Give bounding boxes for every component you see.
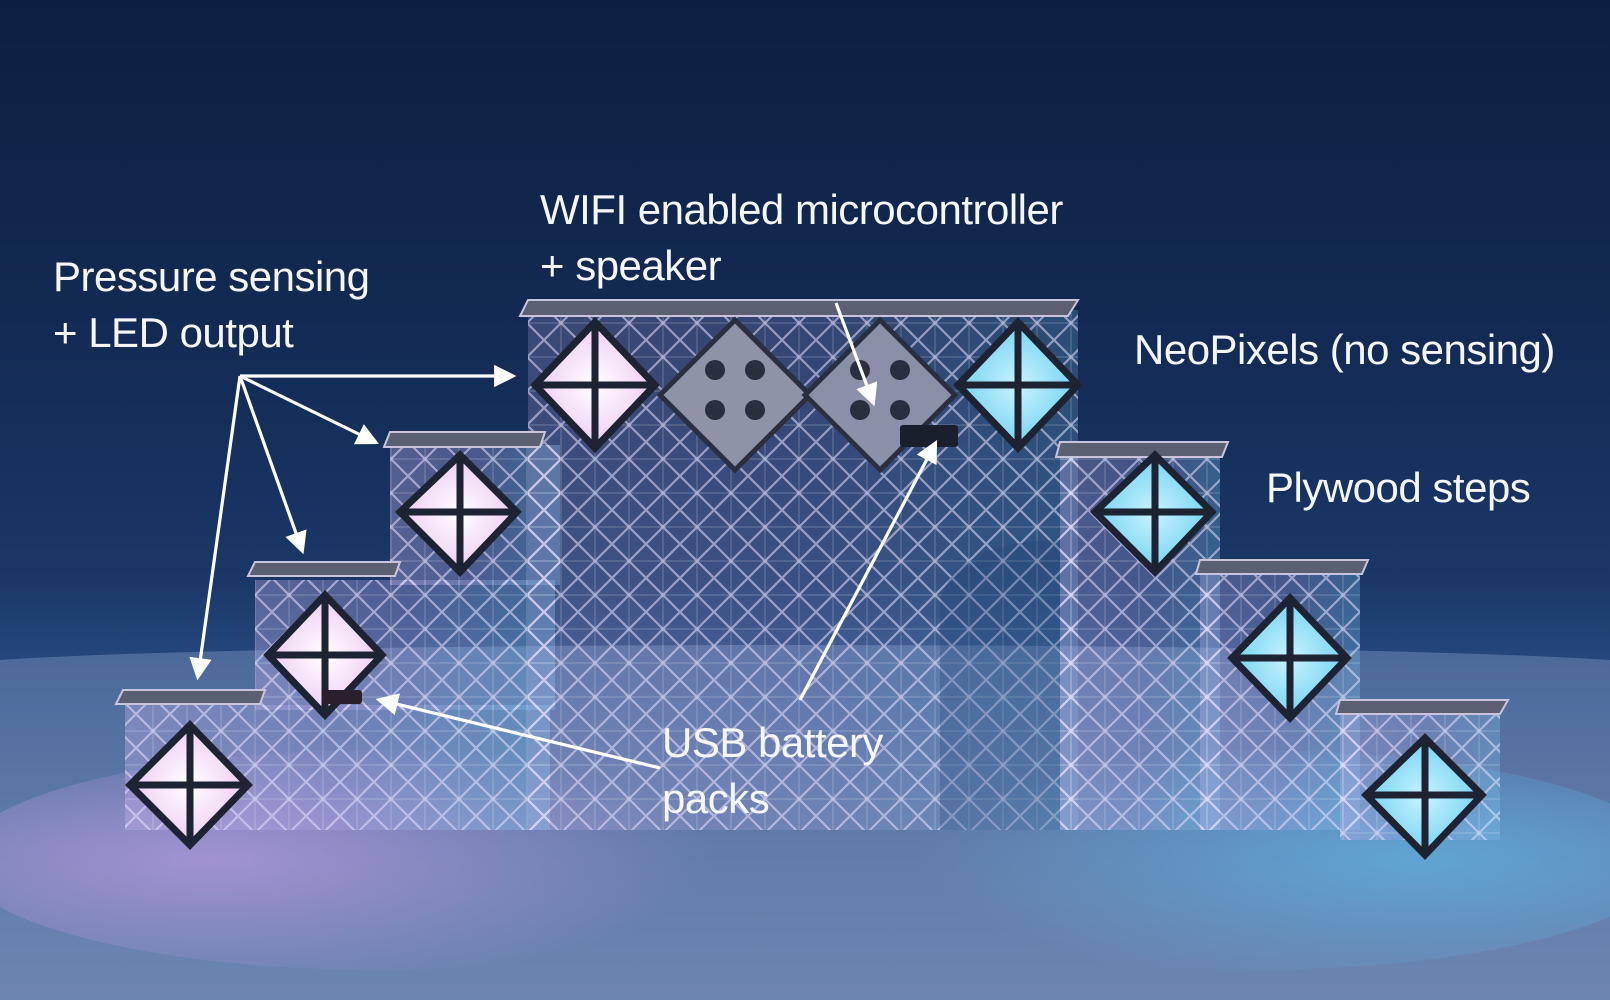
- led-cell-pink: [394, 450, 522, 578]
- annotation-arrows: [189, 302, 938, 770]
- arrow-usb-center: [798, 440, 938, 701]
- label-plywood-steps: Plywood steps: [1266, 464, 1531, 511]
- label-pressure-sensing: Pressure sensing + LED output: [53, 249, 370, 361]
- arrow-pressure-second: [239, 374, 380, 445]
- led-cell-blue: [1089, 450, 1217, 578]
- arrow-pressure-third: [238, 375, 307, 555]
- speaker-panel: [656, 316, 814, 474]
- label-wifi-microcontroller: WIFI enabled microcontroller + speaker: [540, 182, 1063, 294]
- plywood-steps: [114, 299, 1510, 715]
- label-pressure-line2: + LED output: [53, 309, 294, 356]
- label-pressure-line1: Pressure sensing: [53, 253, 370, 300]
- label-usb-line1: USB battery: [662, 719, 883, 766]
- led-cell-pink: [263, 589, 387, 721]
- label-wifi-line1: WIFI enabled microcontroller: [540, 186, 1063, 233]
- led-cell-blue: [1361, 733, 1487, 861]
- led-cell-blue: [1227, 592, 1352, 724]
- led-cell-blue: [953, 316, 1083, 454]
- led-cell-pink: [125, 720, 253, 850]
- label-usb-line2: packs: [662, 775, 770, 822]
- electronics-panels: [322, 316, 959, 704]
- arrow-usb-left: [375, 693, 661, 770]
- label-neopixels: NeoPixels (no sensing): [1134, 326, 1555, 373]
- arrow-microcontroller: [834, 302, 878, 407]
- arrow-pressure-bottom: [189, 375, 242, 681]
- led-cell-pink: [530, 316, 660, 454]
- label-usb-battery: USB battery packs: [662, 715, 883, 827]
- label-wifi-line2: + speaker: [540, 242, 722, 289]
- usb-battery-pack: [322, 690, 362, 704]
- led-cells: [125, 316, 1487, 861]
- usb-battery-pack: [900, 425, 958, 447]
